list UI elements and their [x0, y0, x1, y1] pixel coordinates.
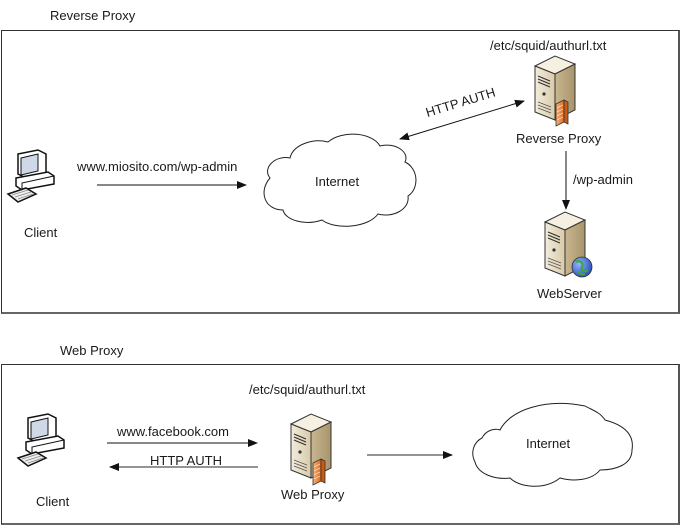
- edge-label-http-auth-2: HTTP AUTH: [150, 453, 222, 468]
- web-proxy-frame: [1, 364, 680, 525]
- internet-cloud-icon: [263, 133, 417, 227]
- webserver-label: WebServer: [537, 286, 602, 301]
- client-computer-icon: [7, 149, 55, 203]
- config-file-label: /etc/squid/authurl.txt: [490, 38, 607, 53]
- client-label: Client: [24, 225, 58, 240]
- internet-label: Internet: [315, 174, 360, 189]
- edge-label-client-to-internet: www.miosito.com/wp-admin: [77, 159, 238, 174]
- section-title-reverse-proxy: Reverse Proxy: [50, 8, 136, 23]
- globe-icon: [571, 256, 593, 278]
- edge-label-facebook: www.facebook.com: [117, 424, 229, 439]
- client-computer-icon-2: [17, 413, 65, 467]
- web-proxy-server-icon: [290, 413, 332, 486]
- internet-label-2: Internet: [526, 436, 571, 451]
- edge-http-auth-bidirectional: [399, 99, 525, 141]
- reverse-proxy-label: Reverse Proxy: [516, 131, 602, 146]
- edge-label-wp-admin: /wp-admin: [573, 172, 633, 187]
- reverse-proxy-frame: [1, 30, 680, 314]
- firewall-icon: [555, 99, 569, 127]
- client-label-2: Client: [36, 494, 70, 509]
- reverse-proxy-server-icon: [534, 55, 576, 127]
- config-file-label-2: /etc/squid/authurl.txt: [249, 382, 366, 397]
- firewall-icon-2: [312, 458, 326, 486]
- webserver-server-icon: [544, 211, 593, 278]
- section-title-web-proxy: Web Proxy: [60, 343, 124, 358]
- web-proxy-label: Web Proxy: [281, 487, 345, 502]
- internet-cloud-icon-2: [472, 403, 633, 487]
